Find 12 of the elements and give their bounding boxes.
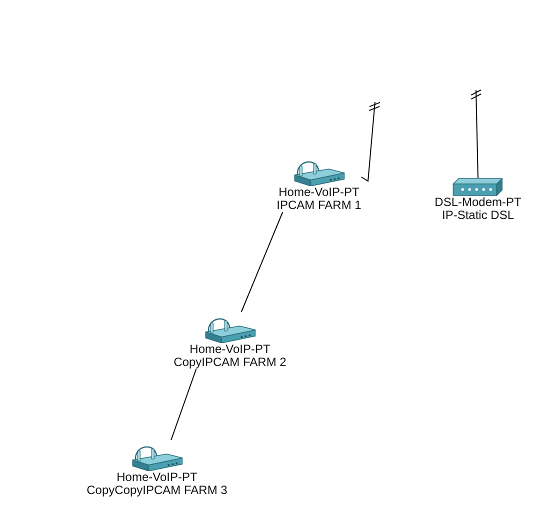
device-type-label: Home-VoIP-PT: [116, 471, 198, 484]
network-link: [360, 102, 380, 182]
device-type-label: Home-VoIP-PT: [278, 186, 360, 199]
device-name-label: CopyCopyIPCAM FARM 3: [86, 484, 228, 497]
device-name-label: IP-Static DSL: [442, 209, 514, 222]
device-type-label: DSL-Modem-PT: [434, 196, 522, 209]
device-name-label: IPCAM FARM 1: [276, 199, 362, 212]
device-name-label: CopyIPCAM FARM 2: [174, 356, 286, 369]
network-link: [470, 89, 482, 178]
device-type-label: Home-VoIP-PT: [190, 343, 270, 356]
network-link: [240, 212, 284, 312]
network-link: [170, 368, 197, 440]
